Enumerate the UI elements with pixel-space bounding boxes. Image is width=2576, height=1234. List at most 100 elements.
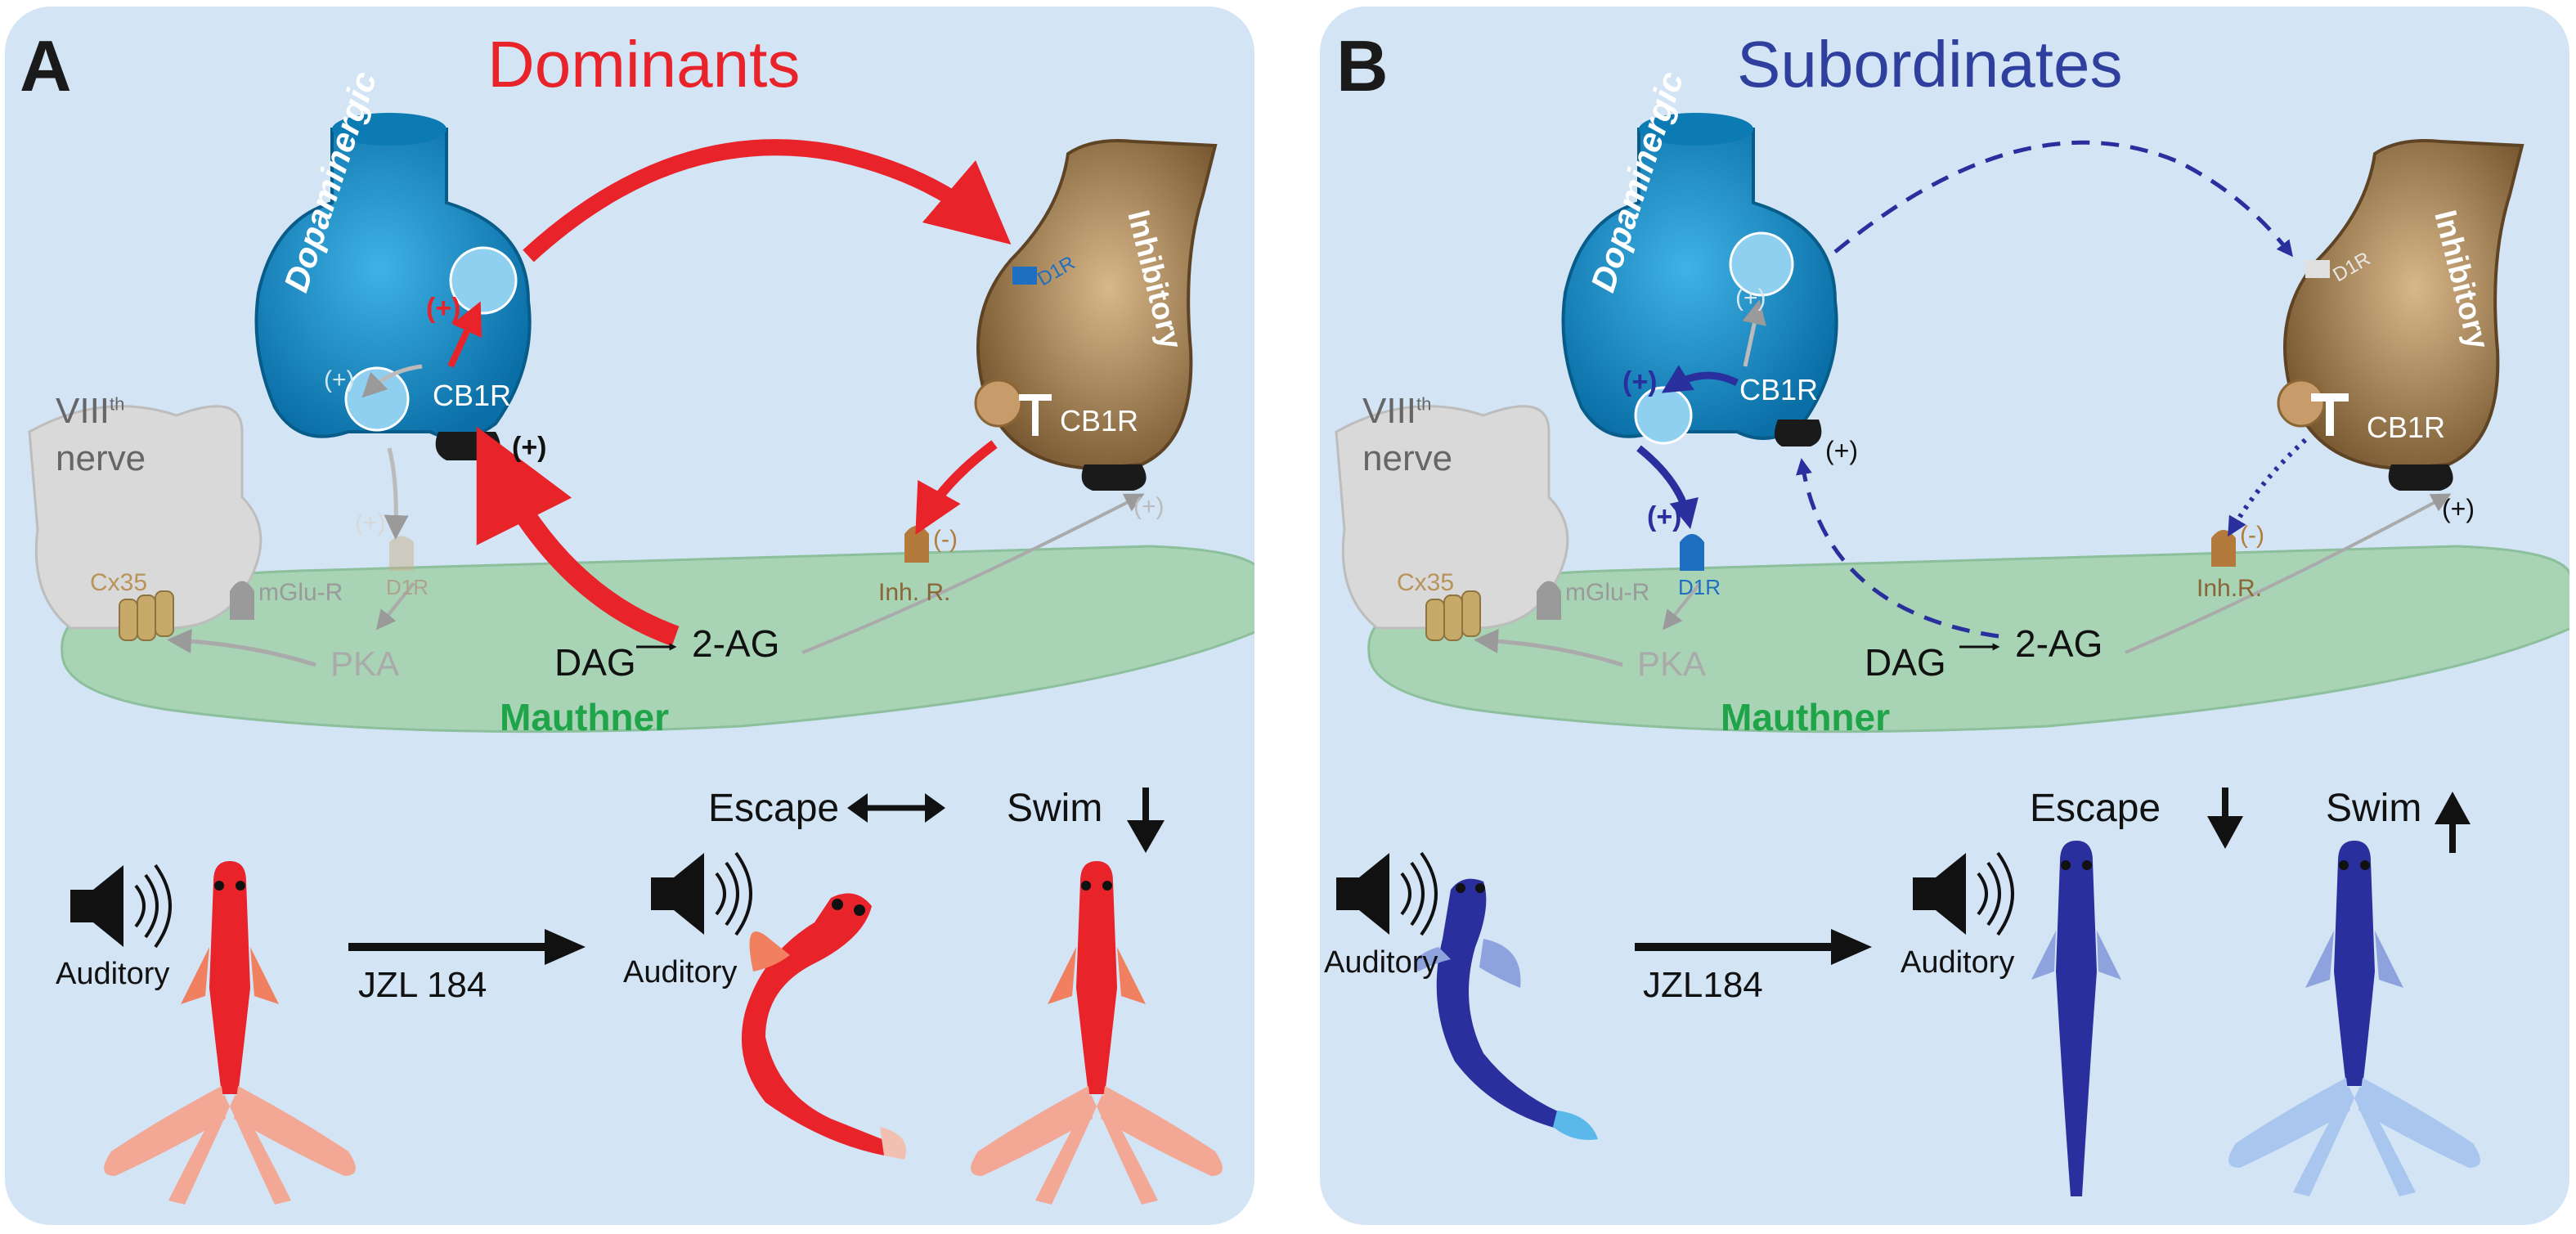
plus-grey-inhibitory: (+)	[1133, 493, 1165, 520]
plus-blue: (+)	[1622, 366, 1658, 397]
cx35-junction	[119, 590, 174, 641]
panel-letter: A	[20, 25, 72, 106]
auditory-label: Auditory	[623, 955, 738, 989]
arrow-dashed-2ag-to-dopaminergic	[1796, 458, 1999, 639]
swim-down-icon	[1127, 788, 1165, 853]
plus-black-inhibitory: (+)	[2442, 494, 2475, 523]
inh-r-receptor	[2211, 530, 2236, 567]
d1r-mauthner-label: D1R	[386, 575, 429, 599]
panel-title: Subordinates	[1737, 28, 2123, 101]
nerve-label-2: nerve	[56, 438, 146, 478]
nerve-label-2: nerve	[1362, 438, 1453, 478]
pka-label: PKA	[1637, 644, 1707, 683]
arrow-2ag-to-dopaminergic	[476, 426, 680, 647]
auditory-label: Auditory	[1324, 945, 1438, 980]
two-ag-label: 2-AG	[2015, 622, 2103, 665]
inhibitory-terminal	[974, 139, 1218, 491]
d1r-mauthner-label: D1R	[1678, 575, 1721, 599]
viii-nerve	[1335, 405, 1569, 630]
jzl-arrow-b	[1635, 929, 1872, 965]
swim-label: Swim	[2326, 787, 2422, 830]
fish-icon	[2031, 841, 2121, 1196]
mglu-r-receptor	[1537, 581, 1561, 620]
plus-below-dopaminergic: (+)	[512, 432, 547, 463]
auditory-label: Auditory	[56, 957, 170, 991]
fish-icon	[741, 893, 906, 1160]
d1r-receptor-mauthner	[1680, 534, 1704, 571]
cb1r-inhibitory: CB1R	[1060, 404, 1139, 438]
arrow-grey-pka-to-cx35	[167, 629, 316, 667]
arrow-dopaminergic-to-inhibitory	[523, 139, 1012, 263]
escape-label: Escape	[2030, 787, 2161, 830]
mauthner-label: Mauthner	[1721, 696, 1890, 738]
arrow-grey-cb1r-to-vesicle	[1742, 299, 1766, 367]
jzl-arrow-a	[348, 929, 586, 965]
drug-label: JZL184	[1643, 965, 1763, 1005]
plus-grey-dopaminergic: (+)	[324, 366, 355, 393]
escape-label: Escape	[708, 787, 840, 830]
nerve-label: VIIIth	[56, 391, 125, 431]
fish-icon	[104, 861, 356, 1205]
cx35-junction	[1425, 590, 1481, 641]
escape-down-icon	[2207, 788, 2243, 849]
mglu-r-label: mGlu-R	[1565, 579, 1650, 606]
viii-nerve	[28, 405, 263, 630]
panel-subordinates: B Subordinates Dopaminergic Inhibitory V…	[1320, 7, 2569, 1225]
plus-black-dopaminergic: (+)	[1825, 436, 1858, 465]
plus-red: (+)	[426, 293, 461, 324]
arrow-cb1r-to-vesicle	[447, 301, 482, 368]
swim-label: Swim	[1007, 787, 1103, 830]
panel-a-artwork	[28, 113, 1254, 1205]
d1r-receptor-mauthner	[389, 536, 414, 571]
fish-icon	[2228, 841, 2480, 1196]
dag-label: DAG	[554, 641, 636, 684]
plus-grey-top: (+)	[1735, 285, 1766, 312]
escape-unchanged-icon	[847, 793, 945, 823]
mauthner-label: Mauthner	[500, 696, 669, 738]
arrow-grey-to-d1r	[384, 447, 409, 540]
panel-title: Dominants	[487, 28, 801, 101]
pka-label: PKA	[330, 644, 400, 683]
cx35-label: Cx35	[90, 569, 148, 596]
inh-r-receptor	[904, 526, 929, 563]
plus-d1r: (+)	[1647, 501, 1682, 532]
plus-grey-mauthner: (+)	[355, 509, 386, 536]
inhibitory-terminal	[2277, 139, 2524, 491]
speaker-icon	[1913, 851, 2014, 936]
panel-dominants: A Dominants Dopaminergic Inhibitory VIII…	[5, 7, 1254, 1225]
cx35-label: Cx35	[1397, 569, 1455, 596]
fish-icon	[971, 861, 1223, 1205]
arrow-dashed-dopaminergic-to-inhibitory	[1833, 140, 2293, 258]
drug-label: JZL 184	[358, 965, 487, 1005]
mglu-r-receptor	[230, 581, 254, 620]
arrow-grey-2ag-to-inhibitory	[801, 493, 1145, 654]
cb1r-dopaminergic: CB1R	[433, 379, 512, 412]
speaker-icon	[1336, 851, 1438, 936]
dopaminergic-terminal	[254, 113, 532, 460]
dag-label: DAG	[1865, 641, 1946, 684]
swim-up-icon	[2435, 792, 2471, 853]
arrow-grey-d1r-to-pka	[1663, 581, 1702, 630]
arrow-grey-pka-to-cx35	[1474, 629, 1623, 667]
arrow-grey-cb1r-to-vesicle	[361, 364, 423, 398]
cb1r-inhibitory: CB1R	[2367, 411, 2446, 444]
mglu-r-label: mGlu-R	[258, 579, 343, 606]
panel-letter: B	[1336, 25, 1389, 106]
nerve-label: VIIIth	[1362, 391, 1432, 431]
minus-label: (-)	[933, 526, 958, 553]
auditory-label: Auditory	[1901, 945, 2015, 980]
two-ag-label: 2-AG	[692, 622, 780, 665]
inh-r-label: Inh. R.	[878, 579, 951, 606]
arrow-dotted-inhibitory-to-inhr	[2228, 438, 2308, 537]
arrow-grey-2ag-to-inhibitory	[2125, 493, 2452, 654]
speaker-icon	[651, 851, 752, 936]
arrow-inhibitory-to-inhr	[915, 440, 998, 535]
inh-r-label: Inh.R.	[2197, 575, 2263, 602]
fish-icon	[1416, 878, 1598, 1140]
cb1r-dopaminergic: CB1R	[1739, 373, 1819, 406]
arrow-cb1r-to-vesicle-blue	[1661, 365, 1739, 393]
panel-b-artwork	[1335, 113, 2569, 1196]
dopaminergic-terminal	[1561, 113, 1838, 446]
speaker-icon	[70, 864, 172, 949]
minus-label: (-)	[2240, 522, 2264, 549]
